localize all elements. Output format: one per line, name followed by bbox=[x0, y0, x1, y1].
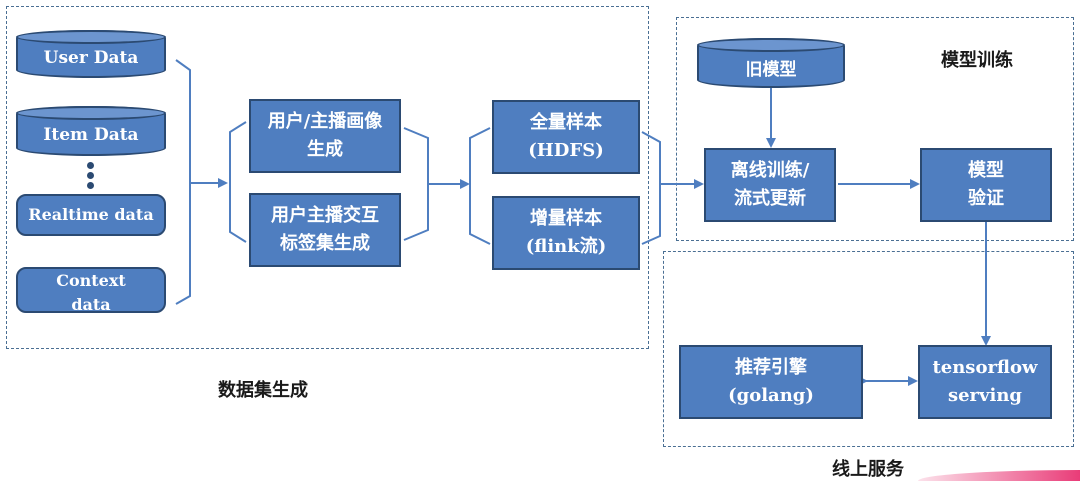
decorative-accent-swoosh bbox=[918, 470, 1080, 481]
bracket-samples-in bbox=[469, 127, 491, 245]
full-sample-line2: (HDFS) bbox=[528, 140, 604, 161]
interaction-tag-box: 用户主播交互 标签集生成 bbox=[249, 193, 401, 267]
dataset-region-label: 数据集生成 bbox=[218, 380, 308, 401]
bracket-features-in bbox=[229, 121, 247, 243]
realtime-data-label: Realtime data bbox=[28, 205, 154, 224]
profile-generation-line1: 用户/主播画像 bbox=[267, 111, 383, 132]
bracket-samples-out bbox=[641, 131, 661, 245]
offline-training-box: 离线训练/ 流式更新 bbox=[704, 148, 836, 222]
incremental-sample-box: 增量样本 (flink流) bbox=[492, 196, 640, 270]
full-sample-box: 全量样本 (HDFS) bbox=[492, 100, 640, 174]
model-validation-box: 模型 验证 bbox=[920, 148, 1052, 222]
recommend-engine-line1: 推荐引擎 bbox=[735, 357, 807, 378]
bracket-features-out bbox=[403, 127, 429, 241]
offline-training-line1: 离线训练/ bbox=[730, 160, 810, 181]
context-data-label-line2: data bbox=[71, 295, 111, 314]
model-validation-line1: 模型 bbox=[968, 160, 1004, 181]
realtime-data-source: Realtime data bbox=[16, 194, 166, 236]
tensorflow-serving-line2: serving bbox=[947, 385, 1023, 406]
profile-generation-line2: 生成 bbox=[307, 139, 343, 160]
tensorflow-serving-box: tensorflow serving bbox=[918, 345, 1052, 419]
dataset-region bbox=[6, 6, 649, 349]
item-data-label: Item Data bbox=[43, 125, 139, 145]
recommend-engine-box: 推荐引擎 (golang) bbox=[679, 345, 863, 419]
interaction-tag-line1: 用户主播交互 bbox=[271, 205, 379, 226]
ellipsis-dot bbox=[87, 162, 94, 169]
context-data-source: Context data bbox=[16, 267, 166, 314]
incremental-sample-line2: (flink流) bbox=[525, 236, 607, 257]
training-region-label: 模型训练 bbox=[941, 50, 1013, 71]
incremental-sample-line1: 增量样本 bbox=[530, 208, 602, 229]
ellipsis-dot bbox=[87, 172, 94, 179]
full-sample-line1: 全量样本 bbox=[530, 112, 602, 133]
old-model-label: 旧模型 bbox=[745, 59, 797, 80]
context-data-label-line1: Context bbox=[56, 271, 126, 290]
user-data-label: User Data bbox=[43, 48, 139, 68]
recommend-engine-line2: (golang) bbox=[728, 385, 814, 406]
training-region bbox=[676, 17, 1074, 241]
interaction-tag-line2: 标签集生成 bbox=[280, 233, 370, 254]
old-model-store: 旧模型 bbox=[697, 38, 845, 88]
tensorflow-serving-line1: tensorflow bbox=[932, 357, 1038, 378]
bracket-sources bbox=[175, 59, 191, 305]
item-data-source: Item Data bbox=[16, 106, 166, 156]
user-data-source: User Data bbox=[16, 30, 166, 78]
model-validation-line2: 验证 bbox=[968, 188, 1004, 209]
offline-training-line2: 流式更新 bbox=[734, 188, 806, 209]
serving-region bbox=[663, 251, 1074, 447]
serving-region-label: 线上服务 bbox=[832, 459, 904, 480]
ellipsis-dot bbox=[87, 182, 94, 189]
profile-generation-box: 用户/主播画像 生成 bbox=[249, 99, 401, 173]
